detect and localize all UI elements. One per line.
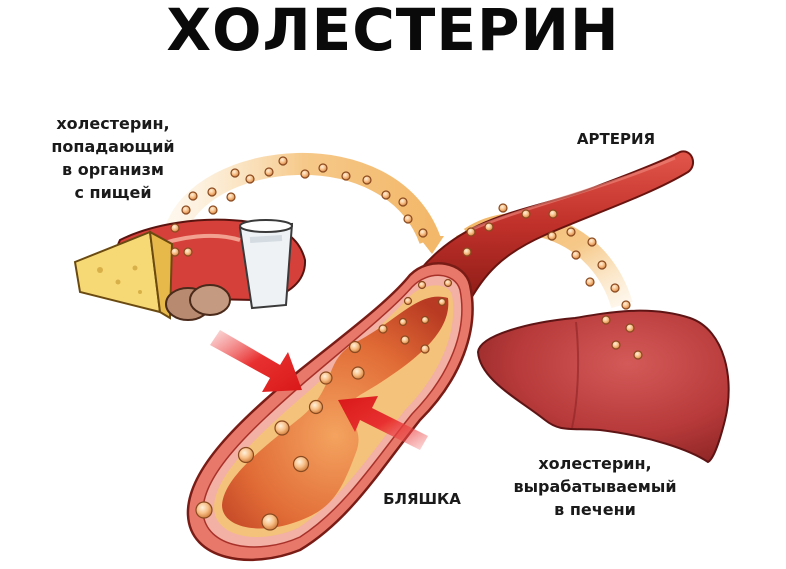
label-line: с пищей: [74, 183, 152, 202]
arrow-icon: [338, 396, 428, 450]
label-line: в организм: [62, 160, 164, 179]
cheese: [73, 230, 162, 314]
label-line: холестерин,: [538, 454, 652, 473]
label-dietary-cholesterol: холестерин, попадающий в организм с пище…: [28, 112, 198, 204]
narrowing-arrows: [210, 330, 428, 450]
egg: [189, 284, 231, 316]
label-line: в печени: [554, 500, 636, 519]
artery-cross-section: [186, 262, 474, 562]
label-line: вырабатываемый: [513, 477, 677, 496]
arrow-icon: [210, 330, 302, 392]
label-line: холестерин,: [56, 114, 170, 133]
food-group: [73, 218, 307, 321]
cholesterol-particles: [170, 156, 643, 531]
liver: [476, 309, 730, 464]
label-liver-cholesterol: холестерин, вырабатываемый в печени: [495, 452, 695, 521]
artery: [418, 150, 695, 302]
label-plaque: БЛЯШКА: [383, 490, 461, 508]
label-line: попадающий: [51, 137, 175, 156]
page-title: ХОЛЕСТЕРИН: [166, 0, 620, 64]
label-artery: АРТЕРИЯ: [576, 130, 656, 148]
